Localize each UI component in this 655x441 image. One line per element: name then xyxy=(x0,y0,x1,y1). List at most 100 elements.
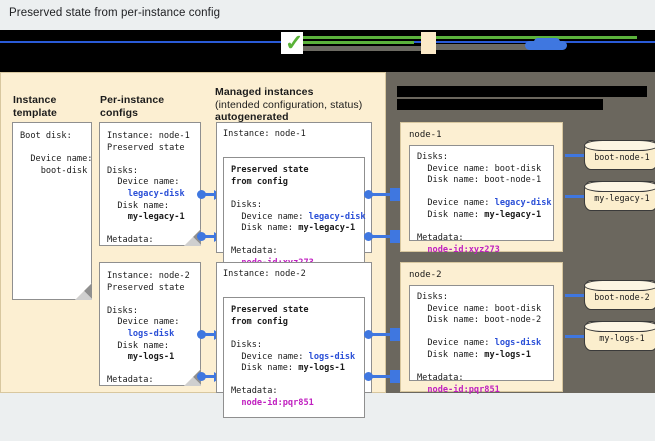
column-header-managed-instances: Managed instances (intended configuratio… xyxy=(215,86,363,123)
connector-square xyxy=(390,370,403,383)
disk-volume-boot-node-1: boot-node-1 xyxy=(584,140,655,170)
node-2-details: Disks: Device name: boot-disk Disk name:… xyxy=(409,285,554,395)
volume-label: my-logs-1 xyxy=(599,333,645,343)
mi1-disks-label: Disks: xyxy=(231,199,263,210)
mi2-instance-line: Instance: node-2 xyxy=(223,269,306,279)
disk-volume-my-legacy-1: my-legacy-1 xyxy=(584,181,655,211)
cylinder-top-icon xyxy=(584,321,655,332)
connector-dot xyxy=(197,232,206,241)
managed-instance-card-node-2: Instance: node-2 Preserved state from co… xyxy=(216,262,372,418)
pic1-metadata-label: Metadata: xyxy=(107,235,154,246)
volume-label: my-legacy-1 xyxy=(594,193,650,203)
node-1-name: node-1 xyxy=(409,130,442,140)
legend-tan-swatch xyxy=(421,32,436,54)
legend-blue-blob-2 xyxy=(534,38,560,46)
mi2-preserved-2: from config xyxy=(231,316,288,327)
managed-instance-card-node-1: Instance: node-1 Preserved state from co… xyxy=(216,122,372,278)
mi2-disk-label: Disk name: xyxy=(241,363,294,374)
mi1-preserved-1: Preserved state xyxy=(231,165,309,176)
volume-link-line xyxy=(565,195,584,198)
mi2-metadata-label: Metadata: xyxy=(231,386,278,397)
cylinder-top-icon xyxy=(584,181,655,192)
legend-green-rule xyxy=(287,36,637,39)
n1-extra-device-label: Device name: xyxy=(427,198,490,209)
pic1-disk-value: my-legacy-1 xyxy=(127,212,185,223)
cylinder-top-icon xyxy=(584,140,655,151)
pic2-disk-label: Disk name: xyxy=(117,340,170,351)
connector-square xyxy=(390,230,403,243)
connector-line xyxy=(203,235,215,238)
connector-dot xyxy=(364,372,373,381)
n1-extra-device-value: legacy-disk xyxy=(494,198,552,209)
n2-extra-disk-value: my-logs-1 xyxy=(484,349,531,360)
n2-disks-label: Disks: xyxy=(417,292,449,302)
column-header-per-instance-configs: Per-instance configs xyxy=(100,94,165,119)
legend-green-rule-2 xyxy=(292,41,414,44)
redacted-title-line-1 xyxy=(397,86,647,97)
volume-link-line xyxy=(565,154,584,157)
connector-line xyxy=(203,375,215,378)
connector-dot xyxy=(364,190,373,199)
mi1-preserved-2: from config xyxy=(231,176,288,187)
n1-metadata-value: node-id:xyz273 xyxy=(427,244,500,255)
disk-volume-my-logs-1: my-logs-1 xyxy=(584,321,655,351)
n1-boot-disk: Disk name: boot-node-1 xyxy=(427,175,542,186)
per-instance-config-card-node-1: Instance: node-1 Preserved state Disks: … xyxy=(99,122,201,246)
n2-extra-disk-label: Disk name: xyxy=(427,349,480,360)
mi1-metadata-label: Metadata: xyxy=(231,246,278,257)
connector-line xyxy=(203,193,215,196)
pic1-device-value: legacy-disk xyxy=(127,188,185,199)
page-title: Preserved state from per-instance config xyxy=(9,7,221,19)
connector-line xyxy=(370,235,392,238)
connector-dot xyxy=(197,372,206,381)
mi2-preserved-state-box: Preserved state from config Disks: Devic… xyxy=(223,297,365,418)
connector-square xyxy=(390,188,403,201)
connector-square xyxy=(390,328,403,341)
pic2-instance-line: Instance: node-2 xyxy=(107,271,190,281)
mi1-disk-value: my-legacy-1 xyxy=(298,223,356,234)
volume-link-line xyxy=(565,335,584,338)
mi2-device-label: Device name: xyxy=(241,351,304,362)
mi2-metadata-value: node-id:pqr851 xyxy=(241,397,314,408)
connector-line xyxy=(203,333,215,336)
n1-extra-disk-label: Disk name: xyxy=(427,209,480,220)
mi1-disk-label: Disk name: xyxy=(241,223,294,234)
node-box-node-1: node-1 Disks: Device name: boot-disk Dis… xyxy=(400,122,563,255)
pic2-device-value: logs-disk xyxy=(127,328,175,339)
legend-band-redacted: ✓ xyxy=(0,30,655,72)
pic1-disks-label: Disks: xyxy=(107,165,139,176)
pic1-disk-label: Disk name: xyxy=(117,200,170,211)
mi2-device-value: logs-disk xyxy=(308,351,356,362)
pic2-device-label: Device name: xyxy=(117,317,180,328)
n1-extra-disk-value: my-legacy-1 xyxy=(484,209,542,220)
diagram-stage: Instance template Per-instance configs M… xyxy=(0,72,655,418)
instance-template-card: Boot disk: Device name: boot-disk xyxy=(12,122,92,300)
pic1-device-label: Device name: xyxy=(117,177,180,188)
pic2-metadata-label: Metadata: xyxy=(107,375,154,386)
column-header-instance-template: Instance template xyxy=(13,94,57,119)
volume-label: boot-node-1 xyxy=(594,152,650,162)
node-2-name: node-2 xyxy=(409,270,442,280)
n2-metadata-label: Metadata: xyxy=(417,373,464,384)
connector-line xyxy=(370,375,392,378)
pic2-state-line: Preserved state xyxy=(107,282,185,293)
mi2-disks-label: Disks: xyxy=(231,339,263,350)
connector-dot xyxy=(364,232,373,241)
cylinder-top-icon xyxy=(584,280,655,291)
volume-link-line xyxy=(565,294,584,297)
mi2-disk-value: my-logs-1 xyxy=(298,363,345,374)
instance-template-device-value: boot-disk xyxy=(40,165,88,176)
node-1-details: Disks: Device name: boot-disk Disk name:… xyxy=(409,145,554,255)
legend-checkbox xyxy=(281,32,303,54)
n2-extra-device-label: Device name: xyxy=(427,338,490,349)
pic2-disk-value: my-logs-1 xyxy=(127,352,175,363)
connector-line xyxy=(370,333,392,336)
n1-boot-device: Device name: boot-disk xyxy=(427,163,542,174)
legend-gray-rule xyxy=(300,46,428,51)
mi1-device-value: legacy-disk xyxy=(308,211,366,222)
per-instance-config-card-node-2: Instance: node-2 Preserved state Disks: … xyxy=(99,262,201,386)
n2-metadata-value: node-id:pqr851 xyxy=(427,384,500,395)
n1-metadata-label: Metadata: xyxy=(417,233,464,244)
disk-volume-boot-node-2: boot-node-2 xyxy=(584,280,655,310)
connector-dot xyxy=(364,330,373,339)
